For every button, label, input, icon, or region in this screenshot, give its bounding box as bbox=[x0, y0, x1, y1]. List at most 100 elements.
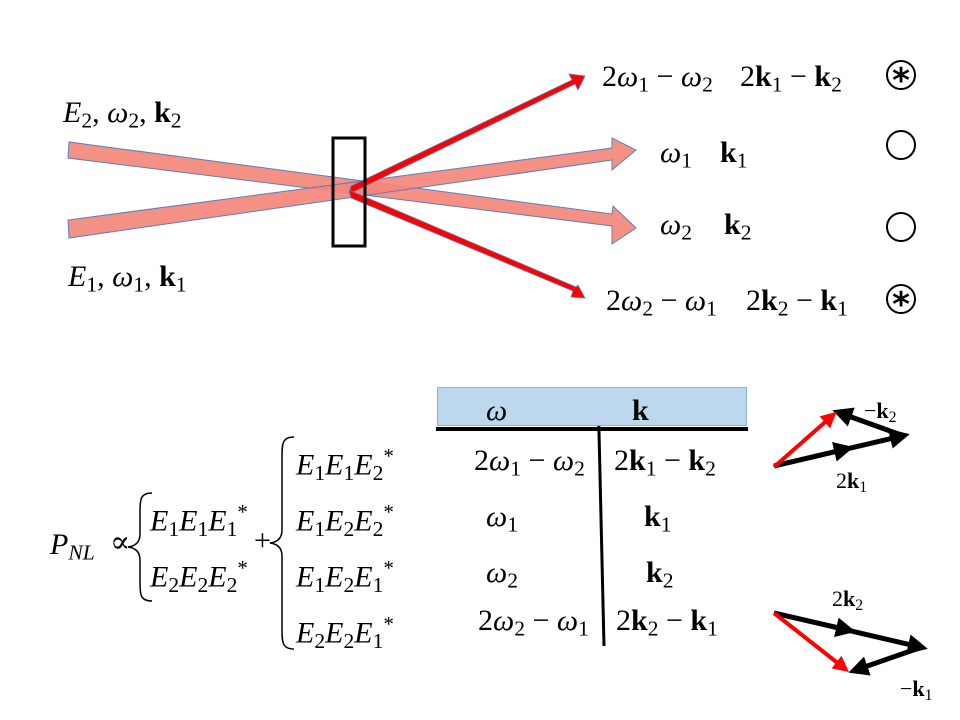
vector-2k2-mid-arrow bbox=[773, 610, 856, 638]
field-symbol: E bbox=[179, 504, 198, 538]
subscript: 2 bbox=[681, 220, 692, 245]
minus-sign: − bbox=[789, 60, 807, 93]
output-wavevector-2: k1 bbox=[720, 138, 747, 172]
field-symbol: E bbox=[150, 560, 169, 594]
field-symbol: E bbox=[208, 560, 227, 594]
subscript: 2 bbox=[226, 572, 238, 597]
conjugate-mark: * bbox=[383, 556, 394, 580]
frequency-symbol: ω bbox=[112, 260, 134, 293]
coefficient: 2 bbox=[836, 468, 847, 493]
field-symbol: E bbox=[296, 448, 315, 482]
subscript: 2 bbox=[855, 596, 864, 614]
table-header-omega: ω bbox=[486, 394, 508, 427]
frequency-symbol: ω bbox=[621, 284, 643, 317]
frequency-symbol: ω bbox=[107, 96, 129, 129]
conjugate-mark: * bbox=[383, 500, 394, 524]
minus-sign: − bbox=[656, 60, 674, 93]
brace-group-2 bbox=[269, 436, 295, 650]
minus-sign: − bbox=[864, 398, 877, 423]
subscript: 2 bbox=[888, 408, 897, 426]
subscript: 1 bbox=[314, 516, 326, 541]
subscript: 1 bbox=[197, 516, 209, 541]
subscript: 2 bbox=[514, 616, 525, 641]
subscript: 1 bbox=[168, 516, 180, 541]
table-cell-k: 2k2 − k1 bbox=[616, 606, 718, 640]
field-symbol: E bbox=[63, 96, 82, 129]
field-symbol: E bbox=[150, 504, 169, 538]
circle-icon bbox=[886, 130, 916, 160]
equation-term: E2E2E1* bbox=[296, 614, 394, 653]
subscript: 1 bbox=[707, 616, 718, 641]
wavevector-symbol: k bbox=[847, 468, 860, 493]
subscript: 2 bbox=[702, 72, 713, 97]
field-symbol: E bbox=[325, 504, 344, 538]
frequency-symbol: ω bbox=[486, 556, 508, 589]
frequency-symbol: ω bbox=[680, 60, 703, 93]
coefficient: 2 bbox=[832, 586, 843, 611]
subscript: 1 bbox=[314, 572, 326, 597]
subscript: 2 bbox=[777, 296, 789, 321]
coefficient: 2 bbox=[614, 444, 629, 477]
generated-beam-upper bbox=[348, 73, 586, 195]
subscript: 1 bbox=[133, 272, 145, 297]
subscript: 2 bbox=[647, 616, 659, 641]
table-cell-k: k2 bbox=[646, 558, 673, 592]
table-cell-omega: 2ω1 − ω2 bbox=[474, 446, 585, 480]
field-symbol: E bbox=[354, 560, 373, 594]
brace-group-1 bbox=[127, 492, 153, 602]
circled-asterisk-icon: * bbox=[886, 284, 916, 322]
field-symbol: E bbox=[354, 616, 373, 650]
wavevector-symbol: k bbox=[912, 676, 925, 701]
subscript: 1 bbox=[578, 616, 589, 641]
wavevector-symbol: k bbox=[631, 604, 648, 637]
nonlinear-medium bbox=[331, 136, 367, 248]
vector-minus-k2 bbox=[832, 407, 905, 439]
plus-sign: + bbox=[254, 524, 271, 557]
subscript: 2 bbox=[128, 108, 140, 133]
output-label-2: ω1 bbox=[660, 138, 692, 172]
conjugate-mark: * bbox=[383, 444, 394, 468]
vector-minus-k1 bbox=[848, 644, 923, 676]
wavevector-symbol: k bbox=[814, 60, 832, 93]
field-symbol: E bbox=[325, 560, 344, 594]
minus-sign: − bbox=[528, 444, 546, 477]
subscript: 2 bbox=[372, 460, 384, 485]
field-symbol: E bbox=[296, 504, 315, 538]
wavevector-symbol: k bbox=[720, 136, 737, 169]
subscript: 1 bbox=[507, 512, 518, 537]
wavevector-symbol: k bbox=[688, 444, 706, 477]
minus-sign: − bbox=[795, 284, 813, 317]
minus-sign: − bbox=[665, 604, 683, 637]
conjugate-mark: * bbox=[383, 612, 394, 636]
subscript: 1 bbox=[226, 516, 238, 541]
wavevector-symbol: k bbox=[154, 96, 171, 129]
vector-result-2 bbox=[772, 611, 850, 672]
frequency-symbol: ω bbox=[489, 444, 511, 477]
subscript: 1 bbox=[343, 460, 355, 485]
coefficient: 2 bbox=[746, 284, 761, 317]
output-label-4: 2ω2 − ω1 bbox=[606, 286, 717, 320]
field-symbol: E bbox=[354, 448, 373, 482]
input-label-beam-2: E2, ω2, k2 bbox=[63, 96, 182, 133]
wavevector-symbol: k bbox=[843, 586, 856, 611]
polarization-symbol: P bbox=[50, 528, 69, 561]
wavevector-symbol: k bbox=[876, 398, 889, 423]
table-cell-k: k1 bbox=[644, 502, 671, 536]
subscript: 2 bbox=[343, 628, 355, 653]
proportional-sign: ∝ bbox=[110, 526, 131, 559]
frequency-symbol: ω bbox=[660, 208, 682, 241]
subscript: 2 bbox=[314, 628, 326, 653]
subscript: 1 bbox=[510, 456, 521, 481]
frequency-symbol: ω bbox=[684, 284, 707, 317]
generated-beam-lower bbox=[348, 189, 586, 299]
circle-icon bbox=[886, 212, 916, 242]
subscript: 2 bbox=[197, 572, 209, 597]
subscript: 1 bbox=[86, 272, 98, 297]
frequency-symbol: ω bbox=[660, 136, 682, 169]
subscript: 2 bbox=[662, 568, 674, 593]
vector-2k1-mid-arrow bbox=[773, 442, 854, 469]
equation-term: E1E2E2* bbox=[296, 502, 394, 541]
subscript: 1 bbox=[771, 72, 783, 97]
equation-term: E1E2E1* bbox=[296, 558, 394, 597]
